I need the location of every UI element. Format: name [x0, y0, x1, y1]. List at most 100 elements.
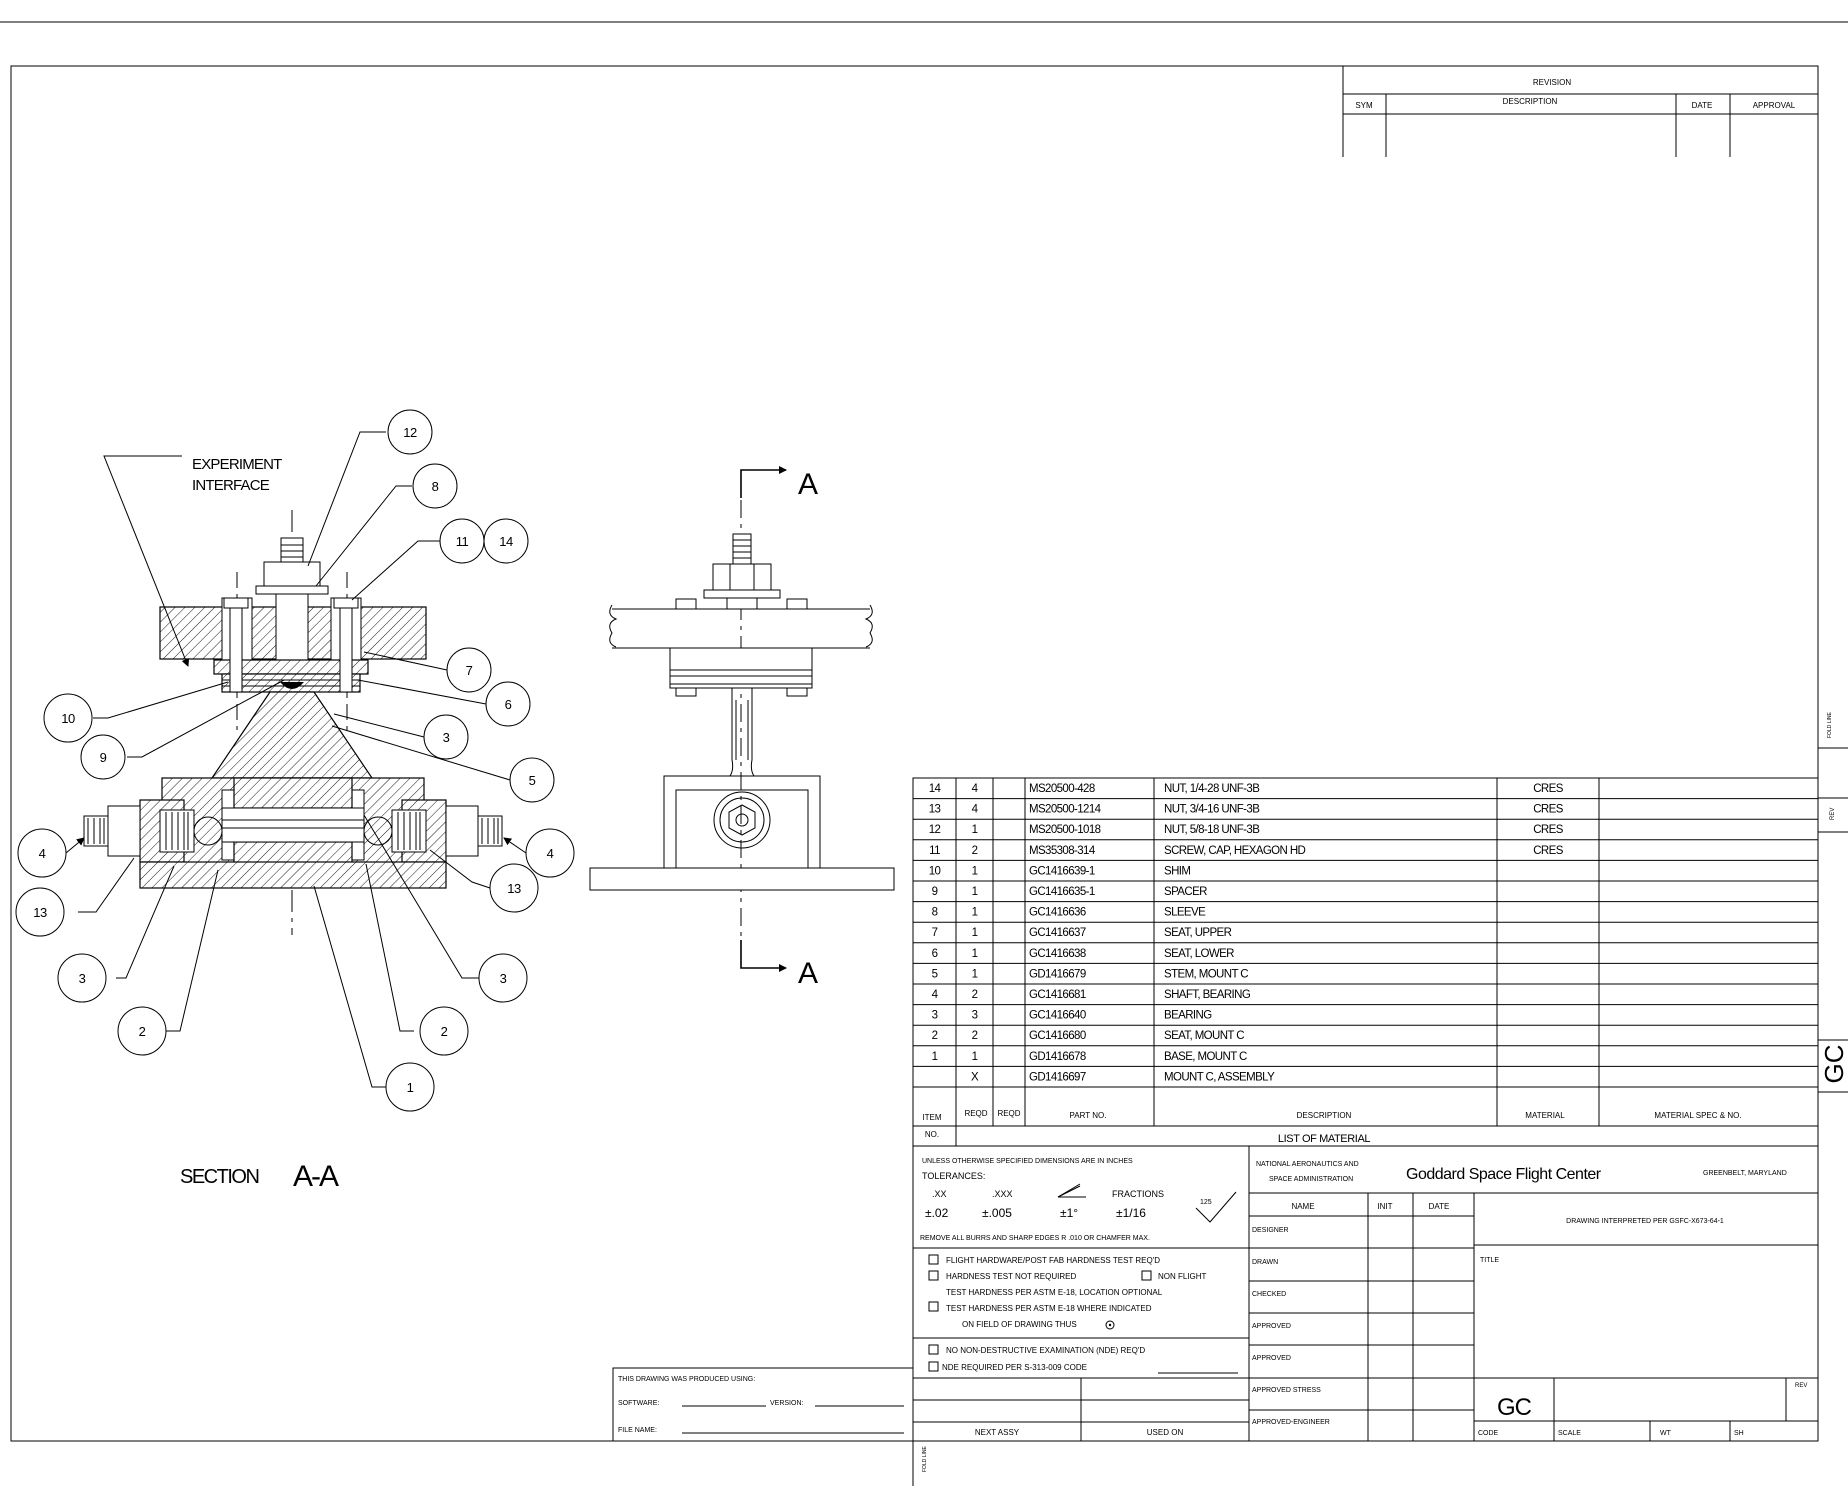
bom-cell-reqd: 1	[972, 968, 978, 980]
bom-cell-part: GD1416679	[1029, 968, 1086, 980]
bom-cell-part: GD1416678	[1029, 1051, 1086, 1063]
bom-cell-part: MS35308-314	[1029, 845, 1096, 857]
bom-cell-material: CRES	[1533, 783, 1563, 795]
bom-cell-desc: NUT, 5/8-18 UNF-3B	[1164, 824, 1260, 836]
bom-header-description: DESCRIPTION	[1297, 1111, 1352, 1120]
balloon-1-label: 1	[407, 1080, 414, 1095]
bom-cell-reqd: 4	[972, 804, 979, 816]
balloon-5-label: 5	[529, 773, 536, 788]
hardness-item-3: TEST HARDNESS PER ASTM E-18, LOCATION OP…	[946, 1288, 1163, 1297]
sheet-border	[10, 65, 1819, 1442]
bom-cell-desc: SPACER	[1164, 886, 1207, 898]
bom-cell-item: 4	[932, 989, 939, 1001]
balloon-6-label: 6	[505, 697, 512, 712]
balloon-4-right-label: 4	[547, 846, 554, 861]
non-flight-label: NON FLIGHT	[1158, 1272, 1207, 1281]
bom-header-spec: MATERIAL SPEC & NO.	[1654, 1111, 1741, 1120]
balloon-10	[43, 693, 93, 743]
experiment-label-line1: EXPERIMENT	[192, 456, 282, 473]
code-big: GC	[1497, 1394, 1532, 1421]
experiment-label-line2: INTERFACE	[192, 477, 270, 494]
bom-cell-reqd: 4	[972, 783, 979, 795]
bom-cell-part: GC1416639-1	[1029, 865, 1095, 877]
sh-label: SH	[1734, 1430, 1744, 1437]
balloon-2-left-label: 2	[139, 1024, 146, 1039]
bom-cell-material: CRES	[1533, 824, 1563, 836]
balloon-9-label: 9	[100, 750, 107, 765]
hardness-item-1: FLIGHT HARDWARE/POST FAB HARDNESS TEST R…	[946, 1256, 1160, 1265]
bom-cell-reqd: 3	[972, 1010, 978, 1022]
margin-code-label: GC	[1819, 1045, 1848, 1084]
tol-col-fractions: FRACTIONS	[1112, 1189, 1164, 1199]
sig-row-approved-stress: APPROVED STRESS	[1252, 1387, 1321, 1394]
balloon-3-right-label: 3	[500, 971, 507, 986]
bom-cell-reqd: 1	[972, 948, 978, 960]
balloon-14	[483, 518, 529, 564]
bom-cell-reqd: 1	[972, 1051, 978, 1063]
sig-row-approved-1: APPROVED	[1252, 1323, 1291, 1330]
checkbox-non-flight[interactable]	[1141, 1270, 1152, 1281]
bom-header-reqd2: REQD	[997, 1109, 1020, 1118]
checkbox-nde-required[interactable]	[928, 1361, 939, 1372]
bom-cell-item: 13	[929, 804, 941, 816]
bom-cell-desc: SHAFT, BEARING	[1164, 989, 1251, 1001]
revision-description-header: DESCRIPTION	[1503, 97, 1558, 106]
bom-cell-item: 3	[932, 1010, 938, 1022]
sig-header-name: NAME	[1291, 1202, 1314, 1211]
balloon-8	[412, 463, 458, 509]
checkbox-hardness-where-indicated[interactable]	[928, 1301, 939, 1312]
right-margin: FOLD LINE REV GC	[1818, 711, 1848, 1093]
finish-value: 125	[1200, 1199, 1212, 1206]
balloon-11-label: 11	[456, 534, 469, 549]
tolerance-note: UNLESS OTHERWISE SPECIFIED DIMENSIONS AR…	[922, 1158, 1133, 1165]
center-name: Goddard Space Flight Center	[1406, 1166, 1602, 1183]
bom-cell-item: 2	[932, 1030, 938, 1042]
balloon-13-left	[15, 887, 65, 937]
file-name-label: FILE NAME:	[618, 1427, 657, 1434]
bom-header-material: MATERIAL	[1525, 1111, 1565, 1120]
title-label: TITLE	[1480, 1257, 1499, 1264]
cut-letter-bottom: A	[798, 957, 818, 990]
balloon-3-left-label: 3	[79, 971, 86, 986]
bom-cell-item: 12	[929, 824, 941, 836]
bom-cell-part: GC1416681	[1029, 989, 1086, 1001]
revision-approval-header: APPROVAL	[1753, 101, 1796, 110]
balloon-2-left	[117, 1006, 167, 1056]
item-balloons: 12 8 11 14 7 6 10 9 3 5 4 4 13 13 3 3 2 …	[15, 409, 575, 1112]
tol-value-xxx: ±.005	[982, 1206, 1012, 1220]
bom-cell-item: 1	[932, 1051, 938, 1063]
nde-item-1: NO NON-DESTRUCTIVE EXAMINATION (NDE) REQ…	[946, 1346, 1145, 1355]
checkbox-hardness-not-required[interactable]	[928, 1270, 939, 1281]
tol-value-fractions: ±1/16	[1116, 1206, 1146, 1220]
balloon-12	[387, 409, 433, 455]
produced-using-label: THIS DRAWING WAS PRODUCED USING:	[618, 1376, 755, 1383]
scale-label: SCALE	[1558, 1430, 1581, 1437]
balloon-3-right	[478, 953, 528, 1003]
checkbox-no-nde[interactable]	[928, 1344, 939, 1355]
balloon-7-label: 7	[466, 663, 473, 678]
section-id: A-A	[293, 1160, 339, 1193]
front-view: A A	[589, 466, 895, 990]
bom-header-item: ITEM	[922, 1113, 941, 1122]
bom-cell-material: CRES	[1533, 804, 1563, 816]
bom-cell-part: MS20500-1214	[1029, 804, 1102, 816]
bom-cell-item: 10	[929, 865, 941, 877]
balloon-5	[509, 757, 555, 803]
bom-header-part: PART NO.	[1070, 1111, 1107, 1120]
software-block: THIS DRAWING WAS PRODUCED USING: SOFTWAR…	[612, 1367, 914, 1442]
balloon-1	[385, 1062, 435, 1112]
balloon-13-right-label: 13	[507, 881, 521, 896]
balloon-2-right-label: 2	[441, 1024, 448, 1039]
sig-row-drawn: DRAWN	[1252, 1259, 1278, 1266]
bom-cell-reqd: 2	[972, 1030, 978, 1042]
balloon-9	[80, 734, 126, 780]
bom-cell-reqd: 2	[972, 845, 978, 857]
bom-cell-desc: SHIM	[1164, 865, 1190, 877]
bom-cell-item: 7	[932, 927, 938, 939]
used-on-label: USED ON	[1147, 1428, 1184, 1437]
bom-cell-part: GC1416636	[1029, 907, 1086, 919]
fold-line-label: FOLD LINE	[1827, 711, 1833, 738]
bom-cell-reqd: 1	[972, 907, 978, 919]
checkbox-flight-hardware[interactable]	[928, 1254, 939, 1265]
